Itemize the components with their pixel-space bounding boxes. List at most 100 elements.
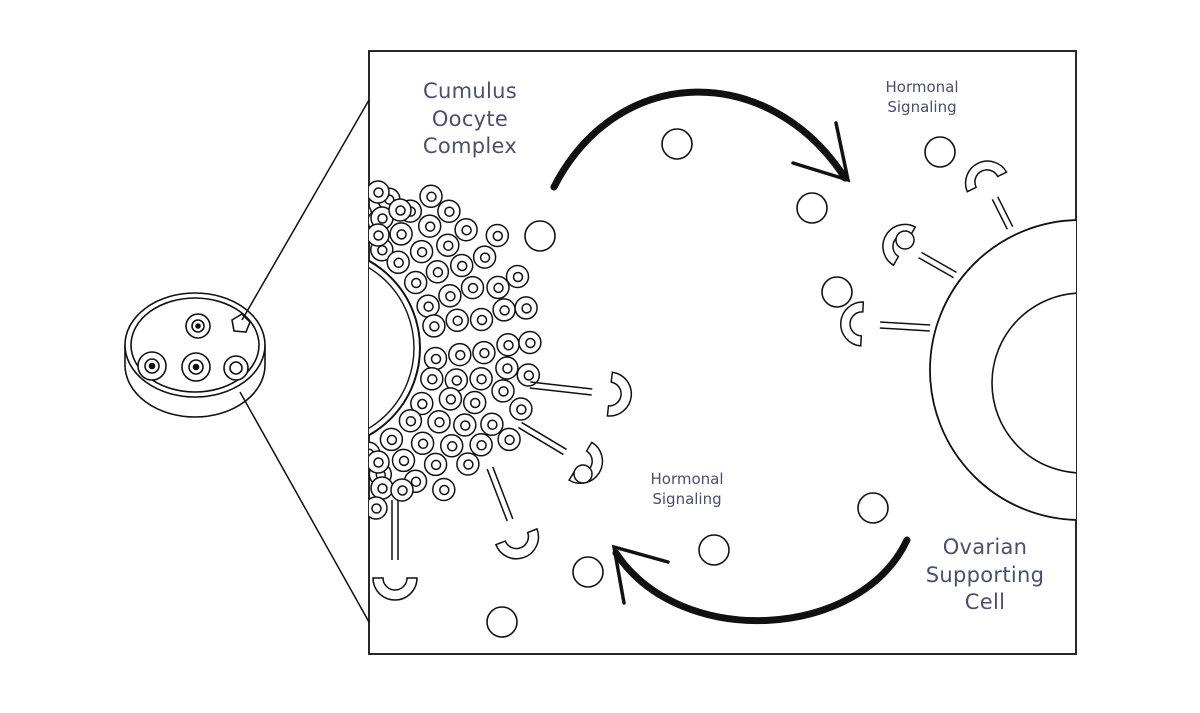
cumulus-cell: [514, 296, 538, 320]
label-cumulus-oocyte-complex: Cumulus Oocyte Complex: [422, 79, 518, 159]
cumulus-cell: [379, 427, 404, 452]
cumulus-cell: [509, 397, 533, 421]
arrow-osc-to-coc: [612, 536, 911, 625]
bound-hormone: [895, 230, 915, 250]
cumulus-cell: [448, 342, 472, 367]
cumulus-cell: [438, 284, 462, 308]
cumulus-cell: [409, 239, 434, 264]
cumulus-cell: [386, 250, 410, 275]
cumulus-cell: [369, 180, 390, 204]
cumulus-cell: [398, 408, 423, 433]
dish-cell: [223, 355, 249, 381]
cumulus-cell: [496, 332, 520, 357]
hormone-molecule: [572, 556, 604, 588]
signaling-arrows: [550, 88, 911, 625]
receptor: [529, 371, 633, 417]
cumulus-cell: [390, 478, 414, 502]
hormone-molecule: [821, 276, 853, 308]
cumulus-cell: [410, 431, 435, 456]
cumulus-cell: [460, 275, 485, 300]
hormone-molecule: [661, 128, 693, 160]
arrow-coc-to-osc: [550, 88, 849, 191]
cumulus-cell: [444, 368, 469, 392]
petri-dish-inner-rim: [130, 297, 260, 393]
cumulus-cell: [410, 391, 434, 416]
cumulus-cell: [518, 330, 542, 355]
hormone-molecule: [524, 220, 556, 252]
hormone-molecule: [698, 534, 730, 566]
dish-cell: [137, 351, 167, 381]
hormone-molecule: [857, 492, 889, 524]
zoom-lines: [239, 99, 370, 623]
cumulus-cell: [369, 223, 390, 247]
cumulus-cell: [445, 308, 469, 333]
cumulus-cell: [485, 223, 510, 248]
cumulus-cell: [486, 275, 510, 300]
cumulus-cell: [420, 367, 444, 391]
dish-cell-fragment: [231, 312, 251, 333]
cumulus-cell: [370, 476, 394, 500]
petri-dish: [124, 292, 266, 418]
cumulus-cell: [422, 314, 446, 338]
oocyte: [369, 259, 421, 437]
dish-cell: [185, 313, 211, 339]
receptor: [372, 500, 418, 601]
cumulus-cell: [403, 270, 428, 295]
cumulus-cell: [437, 199, 461, 223]
cumulus-cell: [495, 356, 519, 380]
label-hormonal-signaling-top: Hormonal Signaling: [885, 78, 959, 116]
cumulus-cell: [439, 434, 464, 458]
cumulus-cell: [369, 450, 390, 474]
cumulus-cell: [419, 184, 443, 209]
oocyte-membrane: [369, 266, 415, 430]
cumulus-cell: [469, 307, 494, 332]
arrow-coc-to-osc-head: [791, 121, 851, 183]
ovarian-cell-nucleus: [991, 292, 1076, 474]
label-hormonal-signaling-bottom: Hormonal Signaling: [650, 470, 724, 508]
cumulus-cell: [454, 217, 478, 242]
cumulus-cell: [369, 496, 388, 520]
bound-hormone: [573, 464, 593, 484]
label-ovarian-supporting-cell: Ovarian Supporting Cell: [925, 535, 1045, 615]
cumulus-cell: [472, 340, 496, 365]
cumulus-cell: [423, 346, 448, 371]
cumulus-cell: [423, 452, 448, 477]
cumulus-cell: [516, 363, 541, 387]
hormone-molecule: [796, 192, 828, 224]
receptor: [486, 466, 540, 560]
cumulus-cell: [469, 433, 493, 457]
receptors: [372, 160, 1014, 601]
cumulus-cell: [391, 448, 416, 473]
cumulus-cell: [472, 245, 497, 269]
hormone-molecule: [486, 606, 518, 638]
cumulus-cell: [480, 412, 504, 436]
hormone-molecule: [924, 136, 956, 168]
cumulus-cells: [369, 180, 542, 520]
dish-cells: [137, 312, 251, 382]
cumulus-cell: [505, 264, 530, 289]
cumulus-cell: [425, 260, 450, 284]
cumulus-cell: [389, 222, 413, 246]
receptor: [964, 160, 1014, 230]
dish-cell: [181, 352, 211, 382]
cumulus-cell: [417, 214, 442, 238]
cumulus-cell: [462, 390, 487, 415]
cumulus-cell: [438, 387, 463, 411]
cumulus-cell: [388, 198, 412, 222]
hormone-molecules: [486, 128, 956, 638]
arrow-osc-to-coc-head: [611, 544, 670, 605]
cumulus-cell: [449, 253, 474, 278]
cumulus-cell: [491, 379, 515, 403]
cumulus-cell: [469, 366, 493, 391]
cumulus-cell: [497, 427, 521, 452]
cumulus-cell: [456, 452, 480, 476]
cumulus-cell: [436, 233, 460, 257]
receptor: [839, 301, 931, 347]
cumulus-cell: [492, 298, 516, 322]
cumulus-cell: [427, 410, 451, 434]
cumulus-cell: [416, 294, 440, 318]
cumulus-cell: [432, 477, 456, 502]
cumulus-cell: [453, 413, 477, 437]
